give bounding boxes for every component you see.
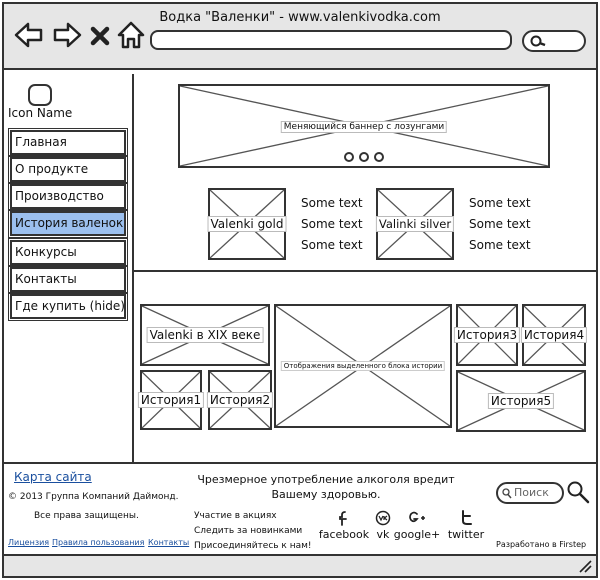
health-warning: Чрезмерное употребление алкоголя вредит …	[196, 472, 456, 502]
history-tile-4[interactable]: История4	[520, 304, 588, 366]
sidebar-item-about-product[interactable]: О продукте	[8, 155, 128, 184]
status-bar	[4, 554, 596, 576]
footer-search-input[interactable]: Поиск	[496, 482, 564, 504]
sidebar-item-production[interactable]: Производство	[8, 182, 128, 211]
promo-link[interactable]: Участие в акциях	[194, 511, 277, 521]
social-google-plus[interactable]: google+	[393, 510, 441, 541]
sidebar-item-home[interactable]: Главная	[8, 128, 128, 157]
resize-grip-icon[interactable]	[578, 559, 592, 573]
search-icon	[530, 35, 546, 47]
twitter-icon	[462, 510, 472, 525]
banner-dot-3[interactable]	[374, 152, 384, 162]
history-tile-1[interactable]: История1	[137, 370, 205, 430]
history-tile-caption: История1	[137, 392, 205, 408]
banner-dot-1[interactable]	[344, 152, 354, 162]
history-tile-3[interactable]: История3	[453, 304, 521, 366]
sidebar-item-contests[interactable]: Конкурсы	[8, 238, 128, 267]
product-image-silver[interactable]: Valinki silver	[375, 188, 455, 260]
product-text: Some text	[301, 238, 363, 252]
history-main-tile[interactable]: Valenki в XIX веке	[140, 304, 270, 366]
social-facebook[interactable]: facebook	[316, 510, 372, 541]
sidebar-item-where-to-buy[interactable]: Где купить (hide)	[8, 292, 128, 321]
product-name: Valenki gold	[207, 216, 287, 232]
history-tile-caption: История3	[453, 327, 521, 343]
sidebar-divider	[132, 74, 134, 462]
product-name: Valinki silver	[375, 216, 455, 232]
history-tile-2[interactable]: История2	[206, 370, 274, 430]
product-text: Some text	[469, 217, 531, 231]
banner-dot-2[interactable]	[359, 152, 369, 162]
sitemap-link[interactable]: Карта сайта	[14, 470, 92, 484]
search-icon	[502, 488, 512, 499]
follow-news-link[interactable]: Следить за новинками	[194, 526, 303, 536]
user-icon	[28, 84, 52, 106]
social-label: facebook	[318, 528, 370, 541]
copyright-text: © 2013 Группа Компаний Даймонд.	[8, 492, 179, 502]
license-link[interactable]: Лицензия	[8, 538, 50, 547]
address-bar[interactable]	[150, 30, 512, 50]
rights-text: Все права защищены.	[34, 511, 139, 521]
product-text: Some text	[469, 196, 531, 210]
footer-divider	[4, 462, 596, 464]
history-featured-caption: Отображения выделенного блока истории	[280, 361, 446, 371]
social-label: twitter	[447, 528, 485, 541]
history-tile-caption: История2	[206, 392, 274, 408]
sidebar-item-history[interactable]: История валенок	[8, 209, 128, 238]
search-placeholder: Поиск	[514, 486, 549, 499]
product-text: Some text	[301, 196, 363, 210]
forward-arrow-icon[interactable]	[52, 20, 82, 50]
facebook-icon	[339, 511, 347, 526]
developer-credit: Разработано в Firstep	[496, 540, 587, 549]
terms-link[interactable]: Правила пользования	[52, 538, 145, 547]
contacts-link[interactable]: Контакты	[148, 538, 190, 547]
browser-search-field[interactable]	[522, 30, 586, 52]
history-tile-caption: История4	[520, 327, 588, 343]
social-label: vk	[376, 528, 390, 541]
google-plus-icon	[409, 511, 425, 523]
close-icon[interactable]	[88, 20, 112, 50]
product-image-gold[interactable]: Valenki gold	[207, 188, 287, 260]
social-twitter[interactable]: twitter	[444, 510, 488, 541]
join-us-link[interactable]: Присоединяйтесь к нам!	[194, 541, 312, 551]
banner-caption: Меняющийся баннер с лозунгами	[280, 121, 448, 133]
history-tile-caption: История5	[487, 393, 555, 409]
section-divider	[134, 270, 596, 272]
magnifier-icon[interactable]	[566, 480, 590, 504]
icon-name-label: Icon Name	[8, 106, 73, 120]
history-featured-tile[interactable]: Отображения выделенного блока истории	[274, 304, 452, 428]
home-icon[interactable]	[116, 20, 146, 50]
back-arrow-icon[interactable]	[14, 20, 44, 50]
vk-icon	[375, 510, 391, 526]
health-warning-line-1: Чрезмерное употребление алкоголя вредит	[197, 473, 455, 486]
social-vk[interactable]: vk	[372, 510, 394, 541]
product-text: Some text	[469, 238, 531, 252]
product-text: Some text	[301, 217, 363, 231]
window-title: Водка "Валенки" - www.valenkivodka.com	[159, 10, 441, 25]
sidebar-item-contacts[interactable]: Контакты	[8, 265, 128, 294]
history-main-caption: Valenki в XIX веке	[146, 327, 264, 343]
health-warning-line-2: Вашему здоровью.	[271, 488, 381, 501]
social-label: google+	[393, 528, 441, 541]
history-tile-5[interactable]: История5	[456, 370, 586, 432]
